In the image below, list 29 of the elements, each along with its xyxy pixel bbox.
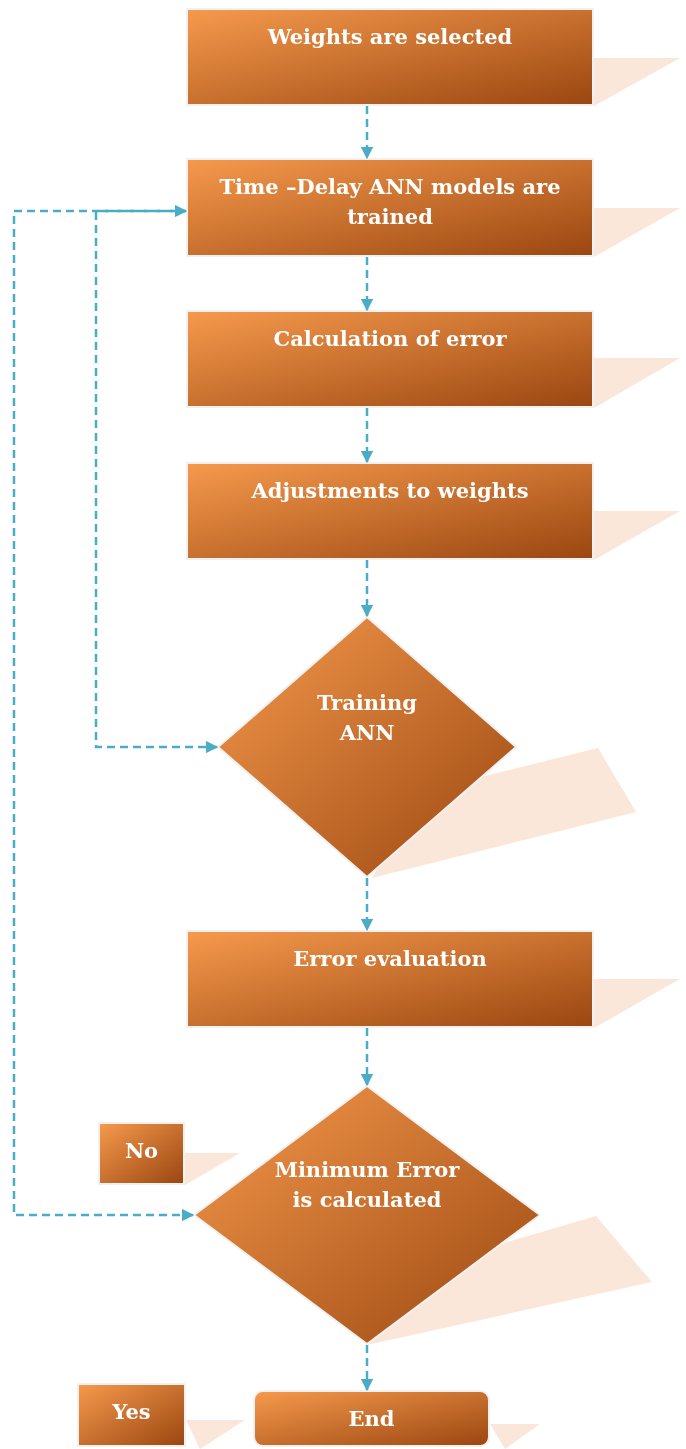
arrow: [360, 257, 374, 312]
process-box: [98, 1122, 185, 1185]
decision-diamond: [217, 616, 517, 878]
process-box: [186, 8, 594, 106]
process-box: [77, 1383, 186, 1447]
arrow: [360, 106, 374, 160]
process-box: [186, 930, 594, 1028]
node-label: Minimum Error is calculated: [273, 1156, 461, 1214]
process-box: [186, 310, 594, 408]
node-label: Time –Delay ANN models are trained: [218, 173, 562, 231]
node-label: End: [348, 1405, 395, 1433]
arrow: [360, 408, 374, 464]
arrow: [12, 204, 195, 1222]
arrow: [360, 878, 374, 932]
arrow: [360, 560, 374, 618]
process-box: [186, 158, 594, 257]
node-label: Error evaluation: [293, 945, 487, 973]
process-box: [186, 462, 594, 560]
terminal-box: [253, 1390, 490, 1447]
node-label: Training ANN: [316, 689, 418, 747]
arrow: [360, 1028, 374, 1087]
node-label: No: [124, 1137, 159, 1165]
node-label: Yes: [112, 1398, 151, 1426]
arrow: [94, 209, 219, 754]
decision-diamond: [193, 1085, 541, 1345]
arrow: [360, 1345, 374, 1392]
node-label: Weights are selected: [267, 23, 513, 51]
node-label: Adjustments to weights: [251, 477, 529, 505]
node-label: Calculation of error: [273, 325, 507, 353]
